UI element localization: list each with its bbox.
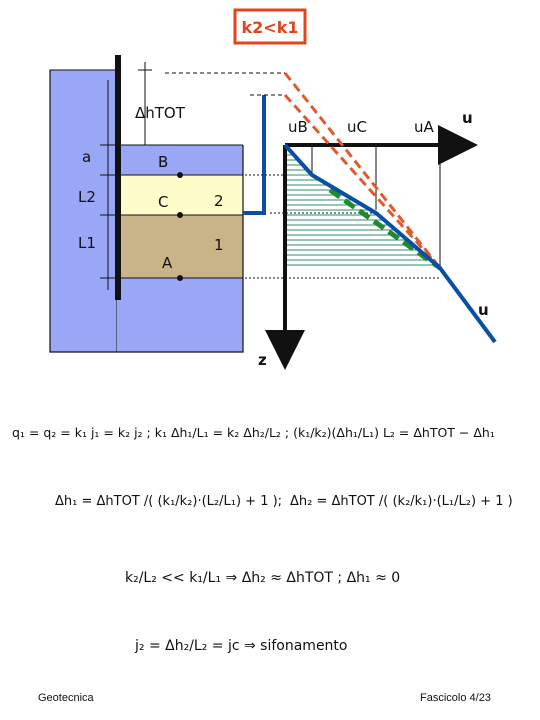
divider-wall: [115, 55, 121, 300]
footer-right: Fascicolo 4/23: [420, 692, 491, 704]
equation-4: j₂ = Δh₂/L₂ = jc ⇒ sifonamento: [134, 638, 347, 654]
soil-layer-2: [116, 174, 244, 216]
red-dashed-line-2: [283, 93, 442, 270]
title-text: k2<k1: [242, 18, 299, 37]
label-z-axis: z: [258, 351, 267, 369]
tank-water-left: [49, 69, 118, 353]
label-uB: uB: [288, 118, 308, 136]
label-L2: L2: [78, 188, 96, 206]
equation-2b: Δh₂ = ΔhTOT /( (k₂/k₁)·(L₁/L₂) + 1 ): [290, 494, 513, 509]
point-C: [177, 212, 183, 218]
footer-left: Geotecnica: [38, 692, 94, 704]
pore-pressure-curve: [283, 143, 497, 344]
label-u-axis: u: [462, 109, 473, 127]
label-uC: uC: [347, 118, 367, 136]
point-B: [177, 172, 183, 178]
point-A: [177, 275, 183, 281]
label-dh-tot: ΔhTOT: [135, 104, 186, 122]
label-uA: uA: [414, 118, 435, 136]
title-box: [233, 8, 307, 45]
tank-water-top-right: [117, 145, 243, 175]
equation-3: k₂/L₂ << k₁/L₁ ⇒ Δh₂ ≈ ΔhTOT ; Δh₁ ≈ 0: [125, 570, 400, 586]
soil-layer-1: [116, 214, 244, 279]
label-L1: L1: [78, 234, 96, 252]
label-a: a: [82, 148, 91, 166]
tank-outline: [49, 70, 244, 353]
label-layer-1: 1: [214, 236, 224, 254]
equation-1: q₁ = q₂ = k₁ j₁ = k₂ j₂ ; k₁ Δh₁/L₁ = k₂…: [12, 425, 495, 440]
label-C: C: [158, 193, 168, 211]
equation-2a: Δh₁ = ΔhTOT /( (k₁/k₂)·(L₂/L₁) + 1 );: [55, 494, 282, 509]
label-A: A: [162, 254, 173, 272]
piezometer-pipe: [243, 95, 266, 215]
label-layer-2: 2: [214, 192, 224, 210]
label-u-curve: u: [478, 301, 489, 319]
tank-water-bottom: [117, 278, 243, 352]
green-dashed-line: [328, 187, 442, 271]
label-B: B: [158, 153, 168, 171]
